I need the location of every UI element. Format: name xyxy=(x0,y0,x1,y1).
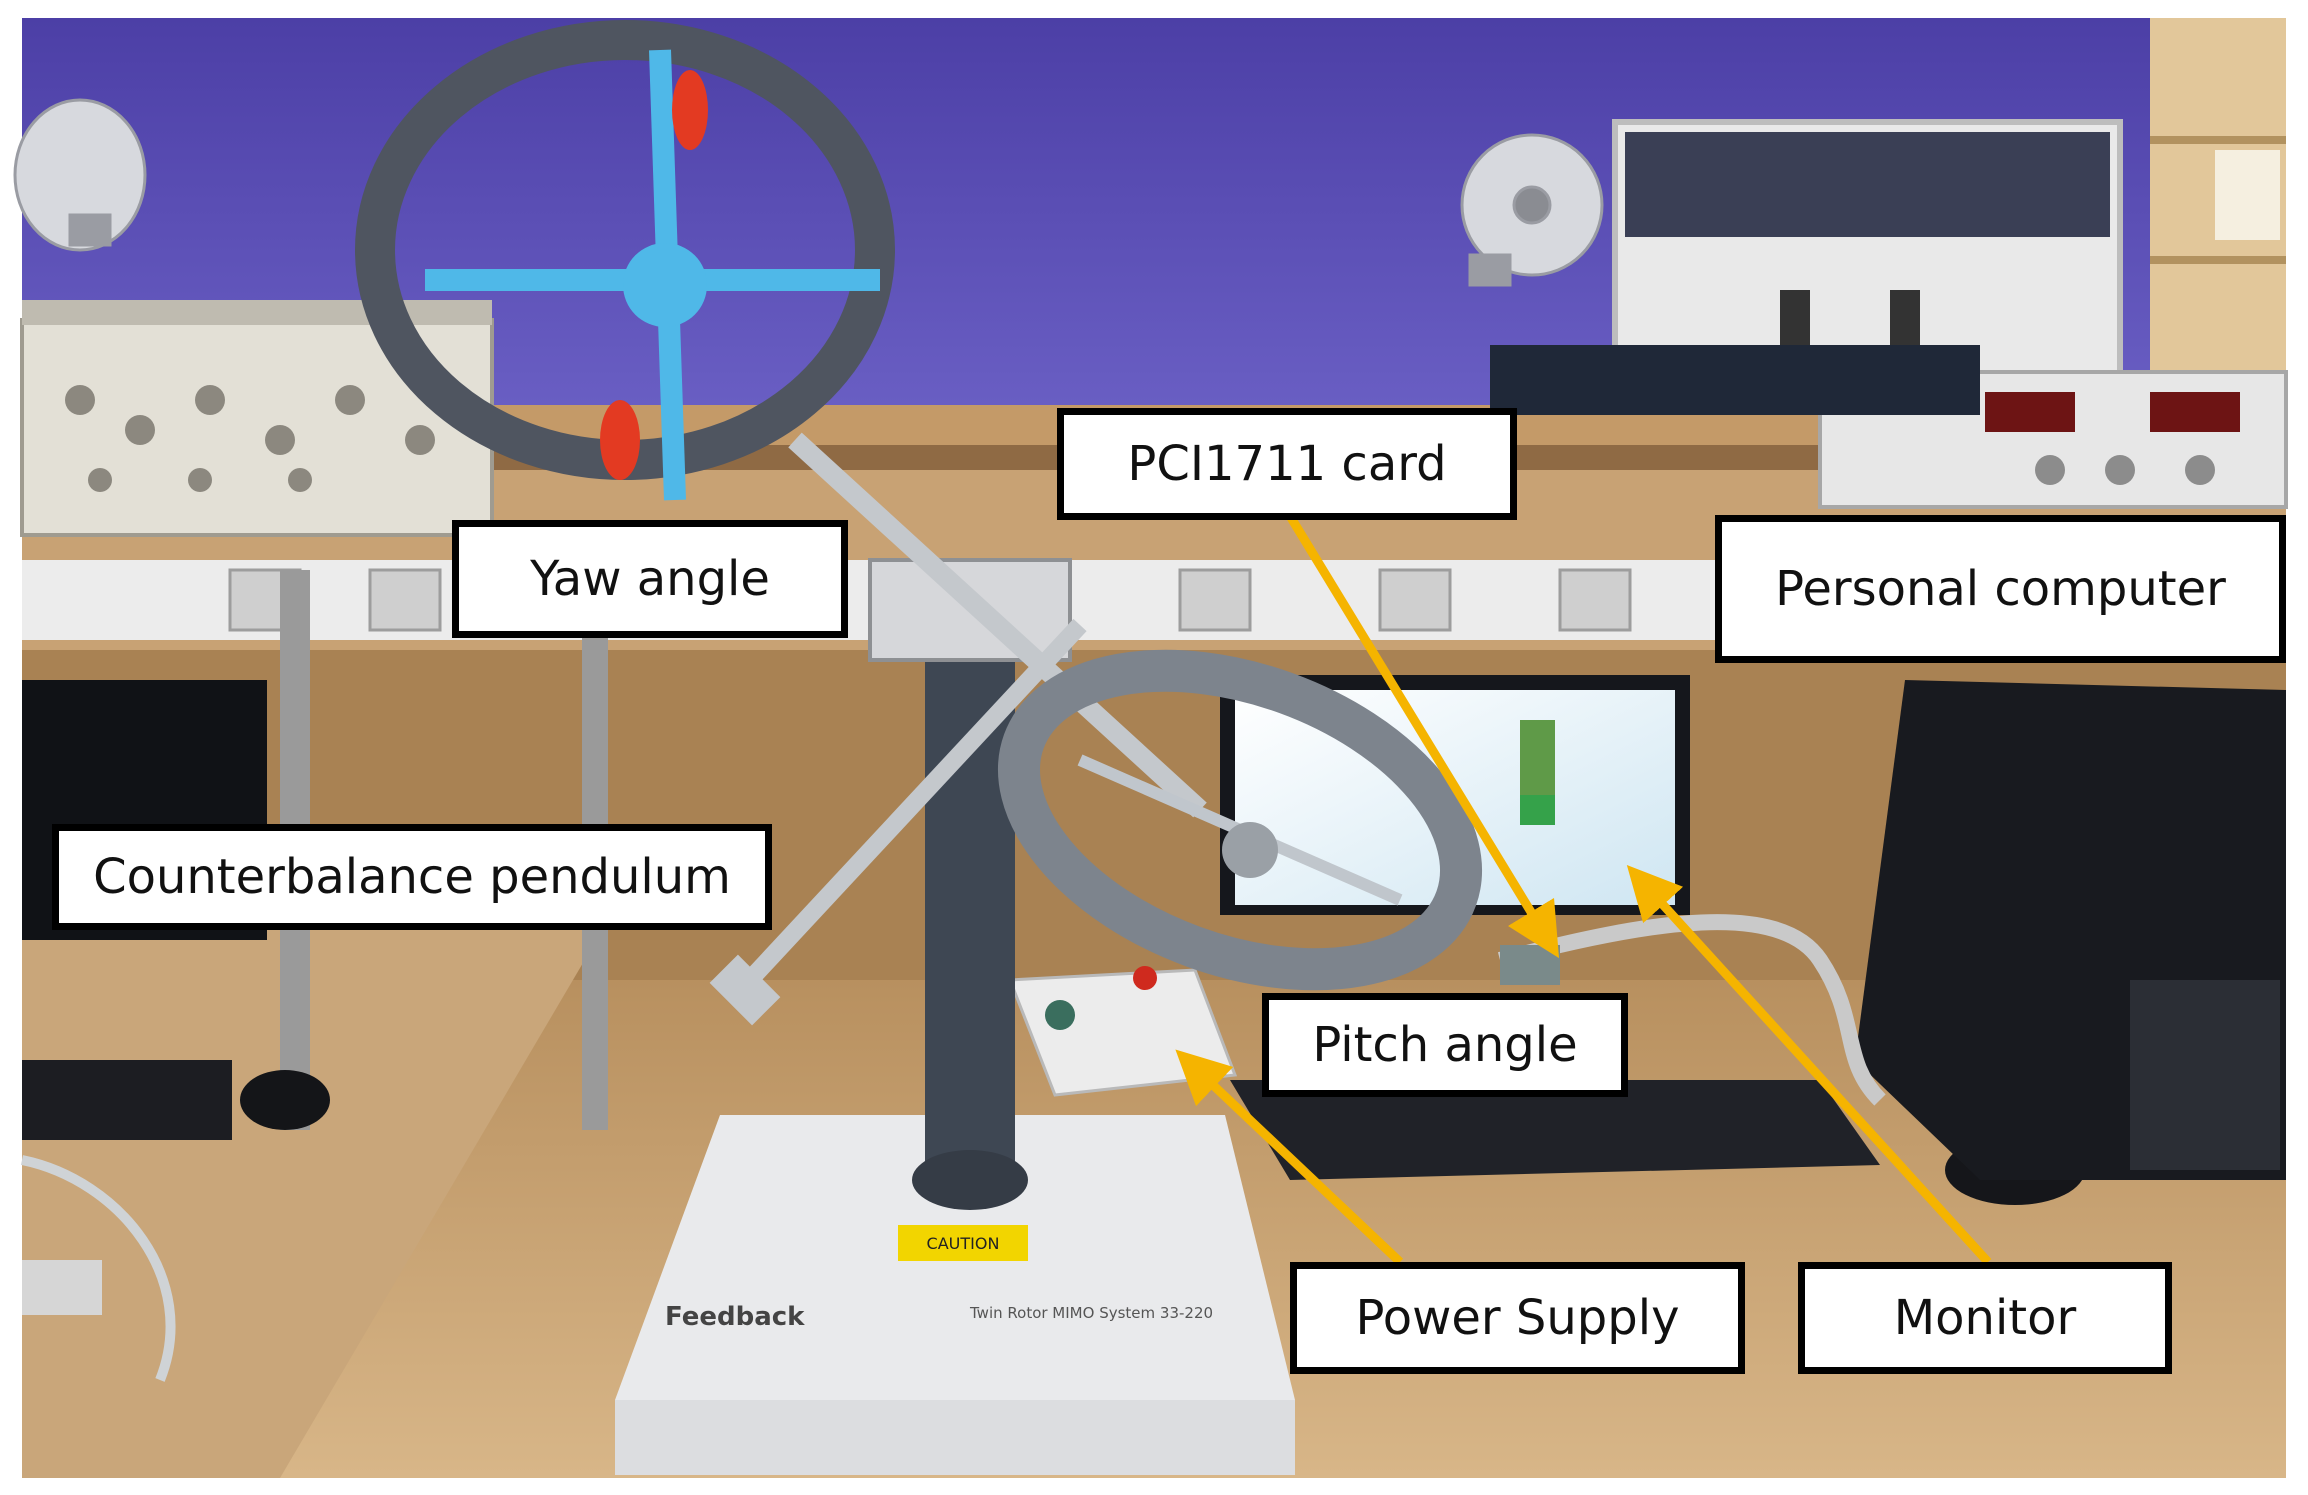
label-power-supply: Power Supply xyxy=(1290,1262,1745,1374)
arrow-monitor xyxy=(1626,865,1992,1266)
keyboard xyxy=(1230,1080,1880,1180)
label-monitor: Monitor xyxy=(1798,1262,2172,1374)
wall-fan-right xyxy=(1460,133,1604,287)
arrow-power xyxy=(1175,1049,1404,1266)
caution-text: CAUTION xyxy=(927,1234,1000,1253)
caution-label xyxy=(898,1225,1028,1261)
label-text: Monitor xyxy=(1893,1290,2077,1346)
arrow-pci xyxy=(1286,513,1560,959)
label-text: Pitch angle xyxy=(1312,1017,1578,1073)
brand-text: Feedback xyxy=(665,1302,805,1332)
label-text: Counterbalance pendulum xyxy=(93,849,731,905)
label-text: PCI1711 card xyxy=(1127,436,1447,492)
oscilloscope xyxy=(20,300,494,537)
wall-fan-left xyxy=(13,98,147,252)
label-pitch-angle: Pitch angle xyxy=(1262,993,1628,1097)
feedback-base: CAUTION Feedback Twin Rotor MIMO System … xyxy=(615,1115,1295,1475)
pci-card-connector xyxy=(1500,945,1560,985)
label-personal-computer: Personal computer xyxy=(1715,515,2286,663)
label-text: Yaw angle xyxy=(530,551,770,607)
lower-rotor xyxy=(997,649,1483,991)
label-pci1711-card: PCI1711 card xyxy=(1057,408,1517,520)
label-yaw-angle: Yaw angle xyxy=(452,520,848,638)
label-counterbalance-pendulum: Counterbalance pendulum xyxy=(52,824,772,930)
upper-rotor xyxy=(355,20,895,501)
label-text: Power Supply xyxy=(1355,1290,1680,1346)
pc-tower xyxy=(1855,680,2286,1180)
label-text: Personal computer xyxy=(1775,561,2226,617)
model-text: Twin Rotor MIMO System 33-220 xyxy=(969,1304,1213,1322)
